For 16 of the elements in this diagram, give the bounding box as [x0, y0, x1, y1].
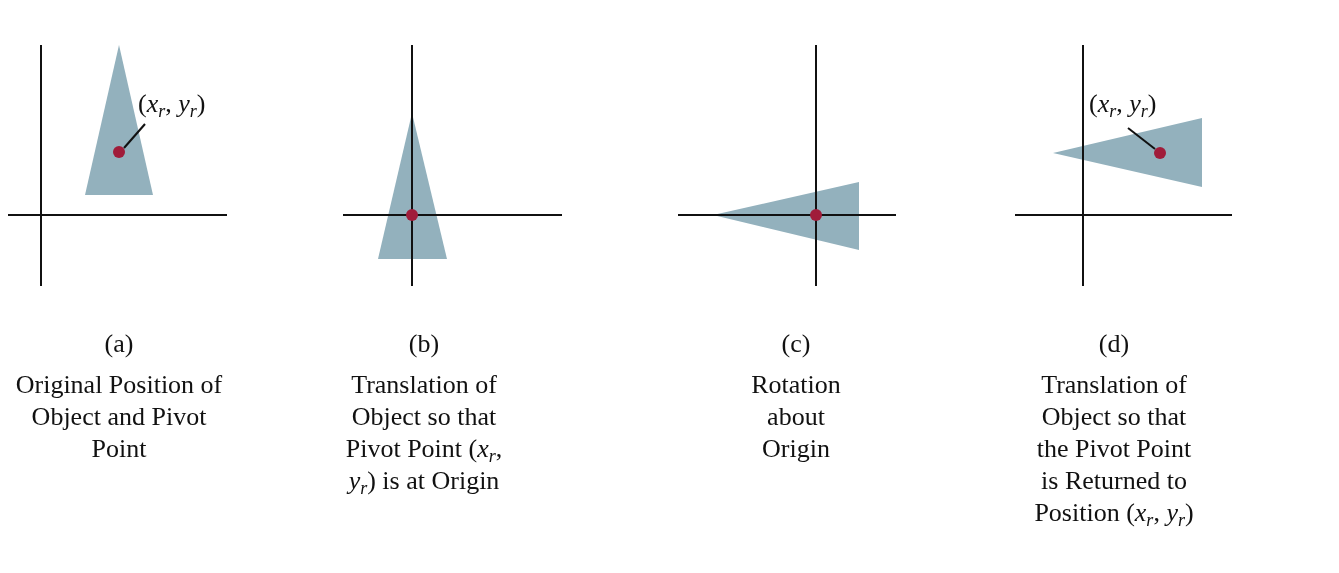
leader-line — [1127, 127, 1156, 150]
panel-label: (d) — [1097, 328, 1131, 360]
pivot-point — [406, 209, 418, 221]
caption-text: Translation of Object so that the Pivot Point is Returned to Position (x$_{r}$, y$_{r}$) — [1033, 369, 1195, 529]
pivot-point — [113, 146, 125, 158]
caption-text: Original Position of Object and Pivot Point — [14, 369, 224, 465]
point-label: (x$_{r}$, y$_{r}$) — [1089, 89, 1157, 119]
caption-text: Translation of Object so that Pivot Point (x$_{r}$, y$_{r}$) is at Origin — [344, 369, 504, 497]
pivot-point — [810, 209, 822, 221]
point-label: (x$_{r}$, y$_{r}$) — [138, 89, 206, 119]
panel-label: (b) — [407, 328, 441, 360]
leader-line — [123, 123, 146, 149]
panel-label: (c) — [780, 328, 812, 360]
pivot-point — [1154, 147, 1166, 159]
panel-label: (a) — [103, 328, 135, 360]
caption-text: Rotation about Origin — [750, 369, 842, 465]
